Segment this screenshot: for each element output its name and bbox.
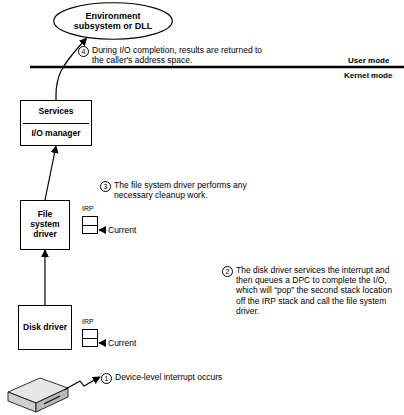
- flow-arrow: [44, 250, 45, 305]
- node-text: File system driver: [27, 210, 63, 239]
- flow-arrow: [45, 146, 56, 200]
- callout-text: The file system driver performs any nece…: [114, 180, 256, 200]
- callout-text: The disk driver services the interrupt a…: [236, 265, 402, 316]
- irp-stack: IRP: [82, 318, 98, 347]
- callout-text: During I/O completion, results are retur…: [92, 45, 267, 65]
- callout-number: 3: [100, 181, 111, 192]
- driver-box: File system driver: [20, 200, 70, 250]
- callout-text: Device-level interrupt occurs: [115, 372, 275, 382]
- stack-slots: [82, 216, 98, 234]
- stack-location: [83, 338, 97, 346]
- pointer-label: Current: [108, 225, 136, 235]
- node-text: Disk driver: [21, 323, 69, 333]
- node-text: I/O manager: [23, 123, 89, 146]
- current-pointer: [99, 230, 106, 231]
- mode-boundary: [30, 66, 404, 69]
- callout-number: 4: [78, 46, 89, 57]
- mode-label: Kernel mode: [344, 71, 392, 81]
- pointer-label: Current: [108, 338, 136, 348]
- node-text: IRP: [82, 205, 98, 213]
- subsystem-ellipse: Environment subsystem or DLL: [53, 2, 173, 40]
- node-text: Services: [23, 101, 89, 123]
- irp-stack: IRP: [82, 205, 98, 234]
- callout-number: 1: [101, 373, 112, 384]
- node-text: Environment subsystem or DLL: [65, 11, 161, 32]
- node-text: IRP: [82, 318, 98, 326]
- callout-number: 2: [222, 266, 233, 277]
- io-manager-box: ServicesI/O manager: [20, 100, 92, 146]
- flow-arrow: [56, 38, 87, 100]
- stack-slots: [82, 329, 98, 347]
- stack-location: [83, 217, 97, 225]
- driver-box: Disk driver: [18, 305, 72, 350]
- interrupt-bolt: [64, 377, 100, 390]
- stack-location: [83, 225, 97, 233]
- disk-drive-symbol: [8, 378, 68, 412]
- mode-label: User mode: [348, 56, 389, 66]
- current-pointer: [99, 343, 106, 344]
- stack-location: [83, 330, 97, 338]
